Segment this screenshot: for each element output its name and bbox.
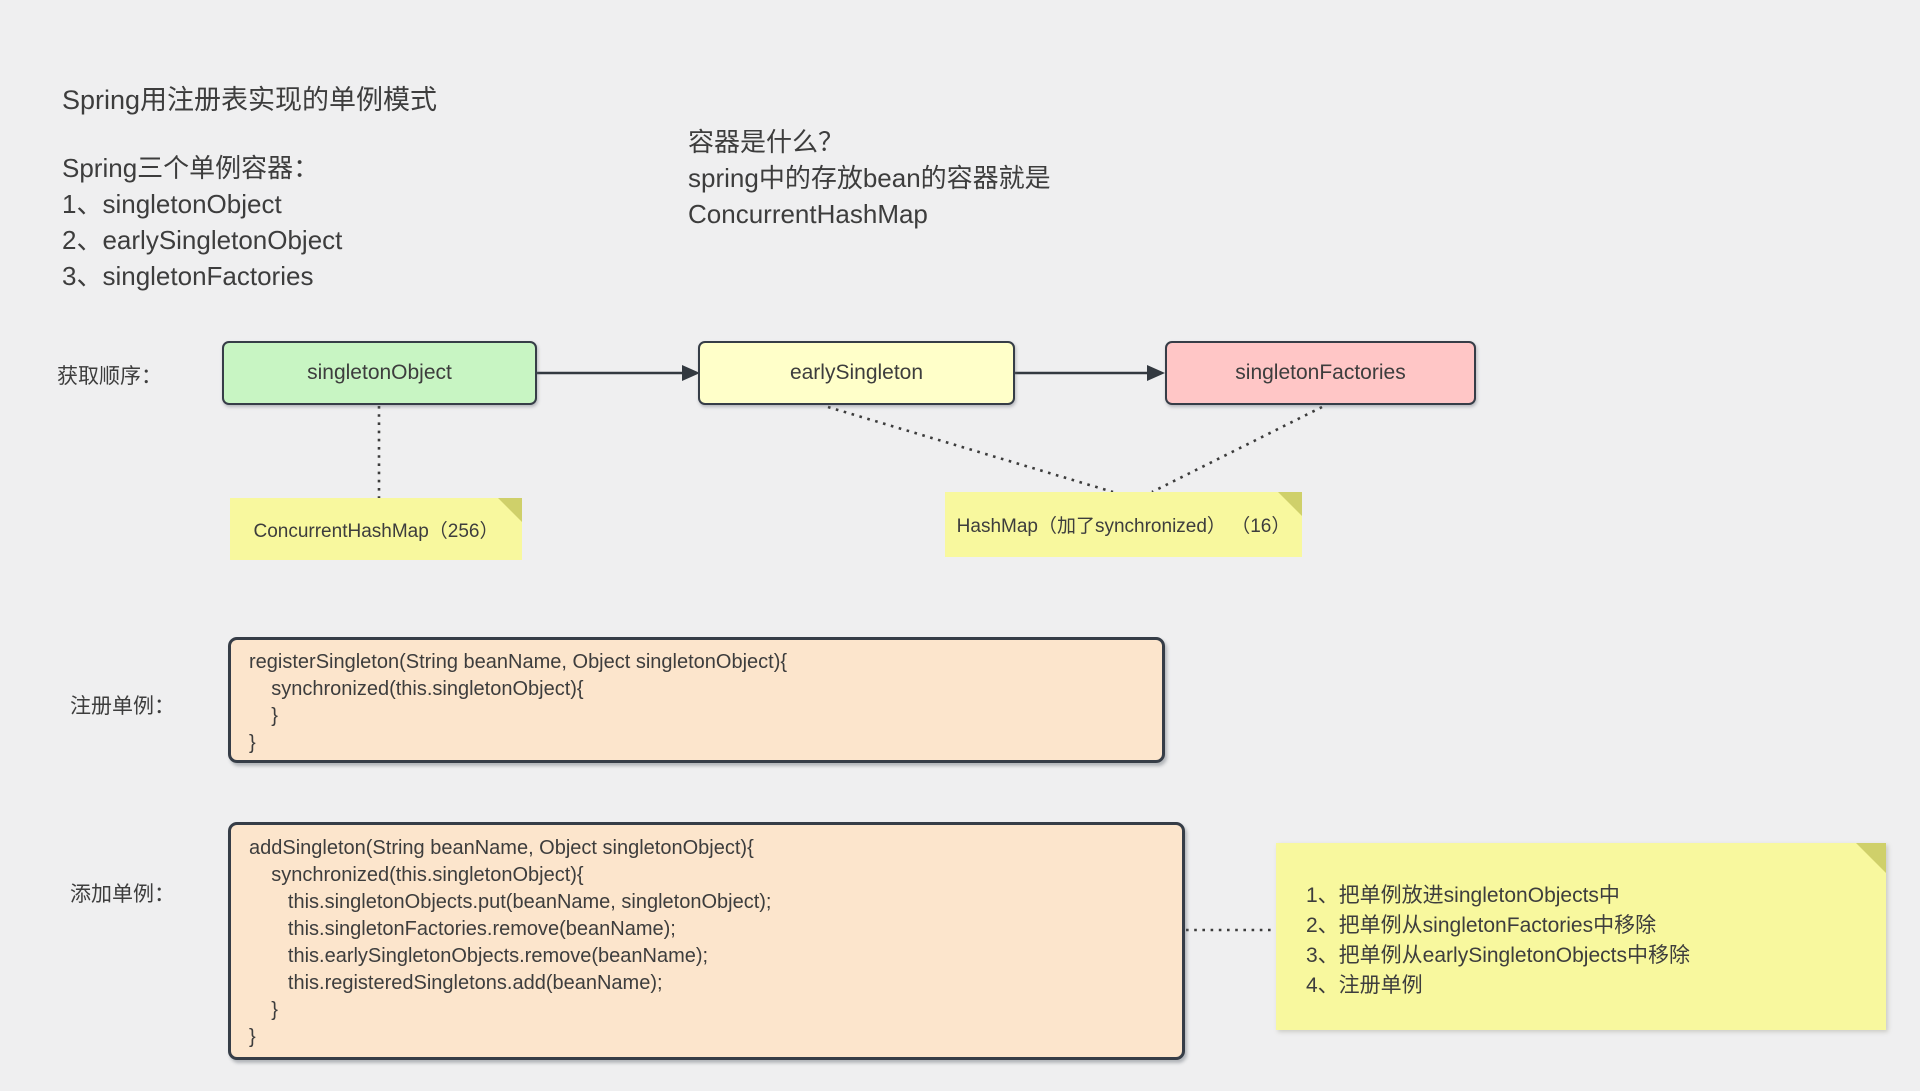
dotted-pink-to-hm-note [1151, 405, 1323, 494]
fold-corner-icon [1856, 843, 1886, 873]
code-line: this.singletonFactories.remove(beanName)… [249, 918, 676, 940]
sticky-note-add-singleton-steps[interactable]: 1、把单例放进singletonObjects中 2、把单例从singleton… [1276, 843, 1886, 1030]
container-explanation-text: 容器是什么？ spring中的存放bean的容器就是 ConcurrentHas… [688, 124, 1051, 232]
add-singleton-label: 添加单例： [70, 883, 175, 906]
code-line: addSingleton(String beanName, Object sin… [249, 837, 754, 859]
text-line: spring中的存放bean的容器就是 [688, 163, 1051, 193]
text-line: ConcurrentHashMap [688, 199, 928, 229]
arrowhead-icon [682, 365, 700, 381]
code-line: } [249, 732, 256, 754]
step-item: 2、把单例从singletonFactories中移除 [1306, 914, 1657, 937]
node-label: singletonFactories [1235, 361, 1406, 384]
text-line: 容器是什么？ [688, 127, 845, 157]
list-item: 3、singletonFactories [62, 261, 314, 291]
node-singleton-factories[interactable]: singletonFactories [1165, 341, 1476, 405]
code-line: } [249, 999, 278, 1021]
code-line: this.earlySingletonObjects.remove(beanNa… [249, 945, 709, 967]
fold-corner-icon [498, 498, 522, 522]
step-item: 3、把单例从earlySingletonObjects中移除 [1306, 944, 1690, 967]
fetch-order-label: 获取顺序： [57, 365, 162, 388]
sticky-note-hashmap[interactable]: HashMap（加了synchronized） （16） [945, 492, 1302, 557]
dotted-yellow-to-hm-note [827, 405, 1114, 494]
sticky-note-text: ConcurrentHashMap（256） [253, 520, 499, 542]
singleton-containers-heading: Spring三个单例容器： [62, 153, 320, 183]
list-item: 2、earlySingletonObject [62, 225, 343, 255]
code-line: registerSingleton(String beanName, Objec… [249, 651, 788, 673]
add-singleton-code-box[interactable]: addSingleton(String beanName, Object sin… [228, 822, 1185, 1060]
node-label: singletonObject [307, 361, 452, 384]
code-line: this.singletonObjects.put(beanName, sing… [249, 891, 772, 913]
code-line: } [249, 1026, 256, 1048]
sticky-note-concurrenthashmap[interactable]: ConcurrentHashMap（256） [230, 498, 522, 560]
node-label: earlySingleton [789, 361, 924, 384]
step-item: 4、注册单例 [1306, 974, 1423, 997]
register-singleton-code-box[interactable]: registerSingleton(String beanName, Objec… [228, 637, 1165, 763]
register-singleton-label: 注册单例： [70, 695, 175, 718]
fold-corner-icon [1278, 492, 1302, 516]
node-singleton-object[interactable]: singletonObject [222, 341, 537, 405]
code-line: this.registeredSingletons.add(beanName); [249, 972, 663, 994]
code-line: synchronized(this.singletonObject){ [249, 864, 584, 886]
sticky-note-text: HashMap（加了synchronized） （16） [956, 516, 1291, 537]
code-line: } [249, 705, 278, 727]
singleton-containers-list: Spring三个单例容器： 1、singletonObject 2、earlyS… [62, 150, 342, 294]
step-item: 1、把单例放进singletonObjects中 [1306, 884, 1620, 907]
diagram-title: Spring用注册表实现的单例模式 [62, 85, 438, 115]
arrowhead-icon [1147, 365, 1165, 381]
node-early-singleton[interactable]: earlySingleton [698, 341, 1015, 405]
code-line: synchronized(this.singletonObject){ [249, 678, 584, 700]
list-item: 1、singletonObject [62, 189, 282, 219]
steps-list: 1、把单例放进singletonObjects中 2、把单例从singleton… [1276, 843, 1886, 1001]
